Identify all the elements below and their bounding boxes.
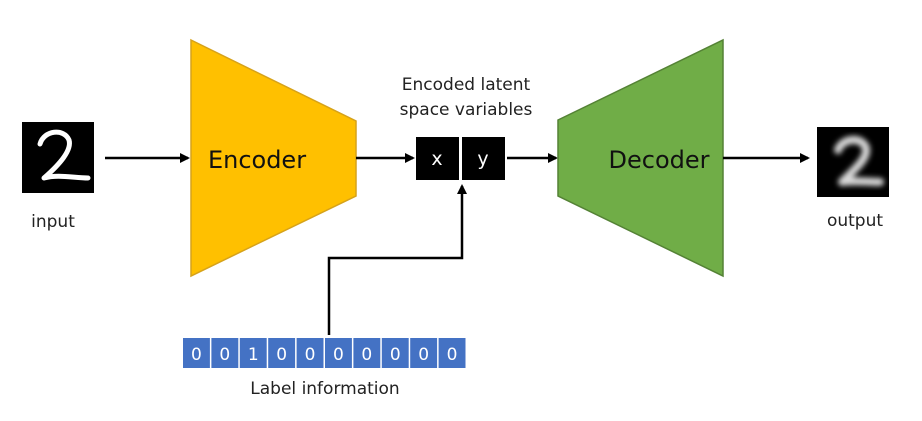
label-cell-digit: 0 bbox=[447, 345, 458, 365]
label-cell bbox=[381, 338, 409, 368]
encoder-label: Encoder bbox=[208, 146, 306, 174]
label-cell bbox=[296, 338, 324, 368]
latent-y-label: y bbox=[477, 148, 488, 170]
latent-caption-line2: space variables bbox=[400, 100, 533, 120]
label-cell bbox=[268, 338, 296, 368]
label-cell-digit: 1 bbox=[248, 345, 259, 365]
latent-caption-line1: Encoded latent bbox=[402, 75, 531, 95]
label-cell bbox=[239, 338, 267, 368]
latent-x-box bbox=[416, 137, 459, 180]
output-digit-image bbox=[817, 127, 889, 197]
label-cell bbox=[410, 338, 438, 368]
decoder-block bbox=[557, 38, 724, 278]
label-cell-digit: 0 bbox=[418, 345, 429, 365]
label-info-caption: Label information bbox=[250, 379, 399, 399]
input-label: input bbox=[31, 212, 75, 232]
label-cell-digit: 0 bbox=[361, 345, 372, 365]
output-label: output bbox=[827, 211, 883, 231]
label-cell-digit: 0 bbox=[191, 345, 202, 365]
label-cell-digit: 0 bbox=[333, 345, 344, 365]
label-cell-digit: 0 bbox=[276, 345, 287, 365]
input-digit-image bbox=[22, 122, 94, 193]
label-cell bbox=[353, 338, 381, 368]
arrow-label-to-latent bbox=[327, 184, 467, 335]
label-cell-digit: 0 bbox=[390, 345, 401, 365]
label-cell-digit: 0 bbox=[219, 345, 230, 365]
label-cell bbox=[325, 338, 352, 368]
label-cell bbox=[183, 338, 210, 368]
encoder-block bbox=[190, 38, 357, 278]
label-cell bbox=[438, 338, 466, 368]
label-cell-digit: 0 bbox=[305, 345, 316, 365]
decoder-label: Decoder bbox=[609, 146, 710, 174]
label-cell bbox=[211, 338, 239, 368]
latent-x-label: x bbox=[431, 148, 442, 170]
latent-y-box bbox=[462, 137, 505, 180]
